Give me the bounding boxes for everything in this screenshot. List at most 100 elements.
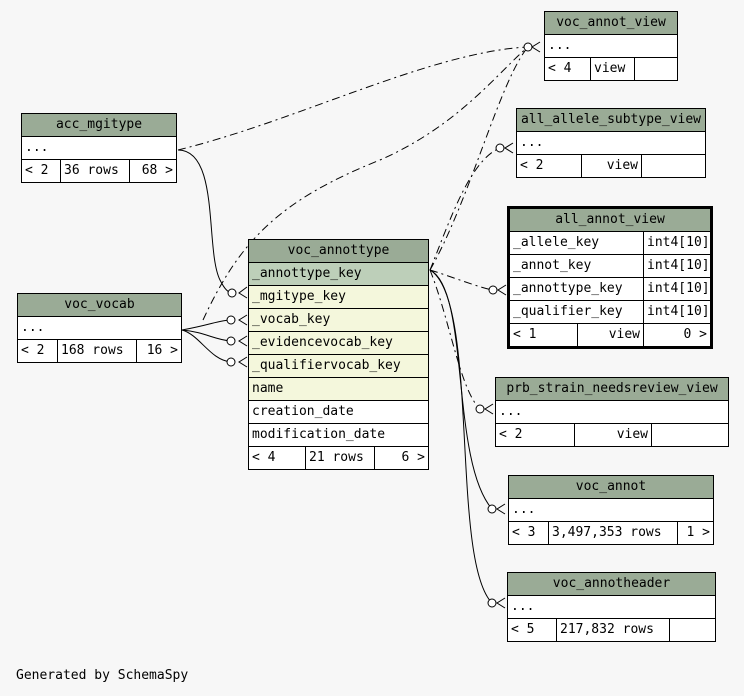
child-count[interactable]	[634, 58, 677, 80]
child-count[interactable]: 6 >	[374, 447, 428, 469]
column-name: _annottype_key	[252, 266, 362, 281]
column-name: creation_date	[252, 404, 354, 419]
row-count: view	[577, 324, 643, 346]
edge-annottype-qualifiervocab-fk	[181, 329, 232, 363]
row-count: 168 rows	[57, 340, 136, 362]
column-name: ...	[21, 320, 45, 335]
row-count: 36 rows	[60, 160, 129, 182]
table-column-row[interactable]: _qualifier_key int4[10]	[510, 301, 710, 324]
table-prb-strain-needsreview-view[interactable]: prb_strain_needsreview_view ... < 2 view	[495, 377, 729, 447]
edge-annottype-to-prb-strain-view	[429, 269, 481, 410]
table-column-row[interactable]: _annottype_key	[249, 263, 428, 286]
parent-count[interactable]: < 2	[499, 427, 523, 442]
edge-annottype-to-voc-annotheader	[429, 269, 493, 604]
column-name: _mgitype_key	[252, 289, 346, 304]
column-name: ...	[520, 135, 544, 150]
table-voc-annot[interactable]: voc_annot ... < 3 3,497,353 rows 1 >	[508, 475, 714, 545]
table-column-row[interactable]: _evidencevocab_key	[249, 332, 428, 355]
parent-count[interactable]: < 2	[25, 163, 49, 178]
column-name: _allele_key	[513, 235, 600, 250]
parent-count[interactable]: < 3	[512, 525, 536, 540]
column-name: ...	[511, 599, 535, 614]
table-column-row[interactable]: ...	[22, 137, 176, 160]
table-column-row[interactable]: ...	[509, 499, 713, 522]
table-title[interactable]: all_annot_view	[510, 209, 710, 232]
table-column-row[interactable]: _qualifiervocab_key	[249, 355, 428, 378]
generated-by-footer: Generated by SchemaSpy	[16, 668, 189, 683]
child-count[interactable]: 68 >	[129, 160, 176, 182]
edge-annottype-to-voc-annot-view	[429, 46, 529, 271]
table-title[interactable]: acc_mgitype	[22, 114, 176, 137]
table-title[interactable]: voc_annotheader	[508, 573, 715, 596]
table-column-row[interactable]: modification_date	[249, 424, 428, 447]
table-footer: < 2 view	[496, 424, 728, 446]
table-column-row[interactable]: ...	[517, 132, 705, 155]
edge-annottype-mgitype-fk	[177, 149, 233, 294]
table-column-row[interactable]: ...	[508, 596, 715, 619]
table-column-row[interactable]: name	[249, 378, 428, 401]
child-count[interactable]	[651, 424, 728, 446]
table-column-row[interactable]: _vocab_key	[249, 309, 428, 332]
column-name: modification_date	[252, 427, 386, 442]
child-count[interactable]: 1 >	[677, 522, 713, 544]
edge-annottype-to-allele-subtype-view	[429, 147, 501, 271]
parent-count[interactable]: < 2	[21, 343, 45, 358]
child-count[interactable]: 0 >	[643, 324, 710, 346]
table-column-row[interactable]: _annottype_key int4[10]	[510, 278, 710, 301]
parent-count[interactable]: < 1	[513, 327, 537, 342]
parent-count[interactable]: < 5	[511, 622, 535, 637]
table-all-allele-subtype-view[interactable]: all_allele_subtype_view ... < 2 view	[516, 108, 706, 178]
column-name: name	[252, 381, 284, 396]
edge-annottype-vocab-fk	[181, 319, 232, 331]
column-name: ...	[512, 502, 536, 517]
row-count: 3,497,353 rows	[548, 522, 677, 544]
parent-count[interactable]: < 2	[520, 158, 544, 173]
row-count: view	[574, 424, 651, 446]
column-name: _vocab_key	[252, 312, 331, 327]
child-count[interactable]	[669, 619, 715, 641]
table-title[interactable]: all_allele_subtype_view	[517, 109, 705, 132]
table-column-row[interactable]: _annot_key int4[10]	[510, 255, 710, 278]
table-column-row[interactable]: ...	[545, 35, 677, 58]
row-count: view	[581, 155, 641, 177]
table-title[interactable]: voc_vocab	[18, 294, 181, 317]
table-title[interactable]: voc_annot_view	[545, 12, 677, 35]
column-type: int4[10]	[643, 232, 710, 254]
table-footer: < 2 36 rows 68 >	[22, 160, 176, 182]
table-column-row[interactable]: _allele_key int4[10]	[510, 232, 710, 255]
parent-count[interactable]: < 4	[252, 450, 276, 465]
table-all-annot-view[interactable]: all_annot_view _allele_key int4[10] _ann…	[507, 206, 713, 349]
row-count: 217,832 rows	[556, 619, 669, 641]
child-count[interactable]: 16 >	[136, 340, 181, 362]
table-footer: < 4 view	[545, 58, 677, 80]
column-name: _qualifiervocab_key	[252, 358, 401, 373]
table-column-row[interactable]: ...	[18, 317, 181, 340]
table-voc-vocab[interactable]: voc_vocab ... < 2 168 rows 16 >	[17, 293, 182, 363]
edge-acc-mgitype-to-voc-annot-view	[177, 46, 529, 151]
column-type: int4[10]	[643, 301, 710, 323]
table-title[interactable]: voc_annot	[509, 476, 713, 499]
table-column-row[interactable]: creation_date	[249, 401, 428, 424]
table-column-row[interactable]: ...	[496, 401, 728, 424]
table-footer: < 5 217,832 rows	[508, 619, 715, 641]
table-voc-annot-view[interactable]: voc_annot_view ... < 4 view	[544, 11, 678, 81]
table-title[interactable]: prb_strain_needsreview_view	[496, 378, 728, 401]
table-acc-mgitype[interactable]: acc_mgitype ... < 2 36 rows 68 >	[21, 113, 177, 183]
table-voc-annottype[interactable]: voc_annottype _annottype_key _mgitype_ke…	[248, 239, 429, 470]
table-footer: < 2 168 rows 16 >	[18, 340, 181, 362]
table-title[interactable]: voc_annottype	[249, 240, 428, 263]
column-name: _annottype_key	[513, 281, 623, 296]
row-count: view	[590, 58, 634, 80]
table-footer: < 4 21 rows 6 >	[249, 447, 428, 469]
table-column-row[interactable]: _mgitype_key	[249, 286, 428, 309]
column-type: int4[10]	[643, 278, 710, 300]
table-voc-annotheader[interactable]: voc_annotheader ... < 5 217,832 rows	[507, 572, 716, 642]
parent-count[interactable]: < 4	[548, 61, 572, 76]
column-type: int4[10]	[643, 255, 710, 277]
edge-annottype-evidencevocab-fk	[181, 329, 232, 342]
column-name: _annot_key	[513, 258, 592, 273]
table-footer: < 3 3,497,353 rows 1 >	[509, 522, 713, 544]
child-count[interactable]	[641, 155, 705, 177]
column-name: _qualifier_key	[513, 304, 623, 319]
